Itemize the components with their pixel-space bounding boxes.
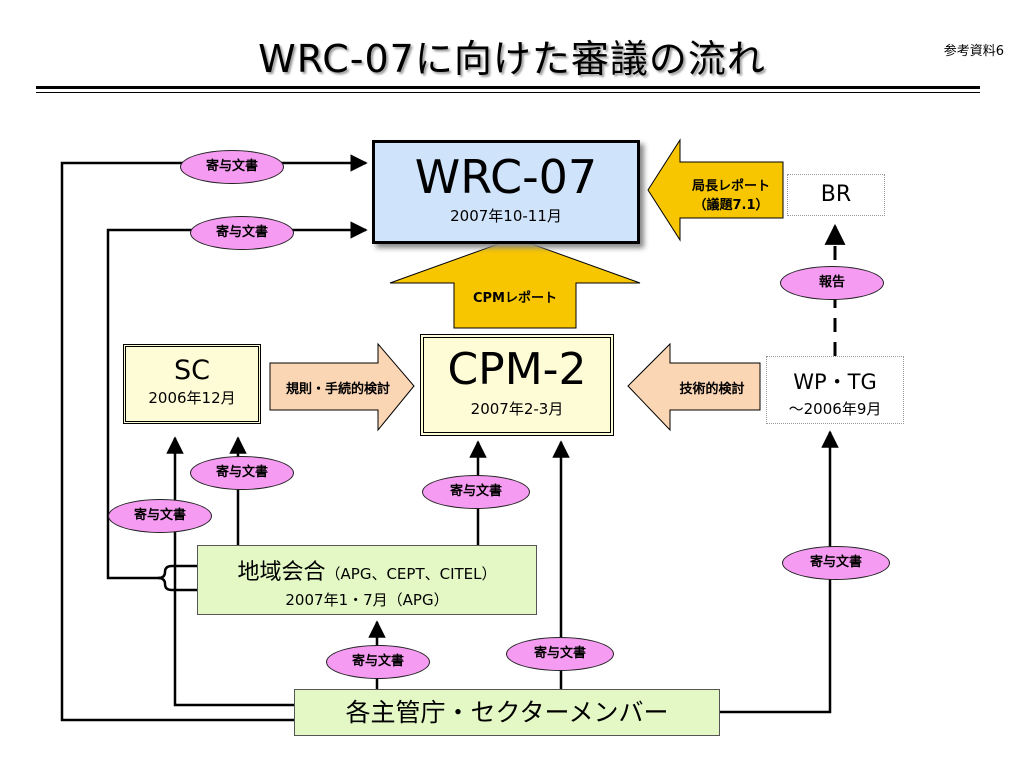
administrations-box: 各主管庁・セクターメンバー	[294, 689, 720, 736]
page-title: WRC-07に向けた審議の流れ	[258, 37, 766, 81]
contribution-oval: 寄与文書	[108, 499, 212, 533]
wp-tg-box: WP・TG ～2006年9月	[766, 356, 904, 424]
report-oval: 報告	[780, 266, 884, 300]
regional-parenthetical: （APG、CEPT、CITEL）	[325, 565, 497, 583]
contribution-oval: 寄与文書	[506, 637, 614, 671]
contribution-oval: 寄与文書	[180, 150, 284, 184]
contribution-oval: 寄与文書	[190, 216, 294, 250]
contribution-oval: 寄与文書	[326, 645, 430, 679]
regional-brace	[157, 564, 197, 592]
wrc-name: WRC-07	[414, 150, 598, 204]
title-rule	[36, 86, 980, 89]
cpm-report-arrow	[389, 237, 641, 329]
br-box: BR	[787, 174, 885, 216]
cpm-2-box: CPM-2 2007年2-3月	[420, 334, 614, 436]
tech-review-arrow	[627, 342, 761, 432]
sc-date: 2006年12月	[148, 389, 236, 407]
regional-name: 地域会合	[237, 560, 326, 585]
tech-review-label: 技術的検討	[679, 382, 745, 397]
contribution-oval: 寄与文書	[422, 475, 530, 509]
sc-name: SC	[174, 355, 210, 386]
cpm-report-label: CPMレポート	[472, 291, 557, 306]
connector-members-to-wp	[720, 430, 839, 714]
regional-meeting-box: 地域会合（APG、CEPT、CITEL） 2007年1・7月（APG）	[197, 545, 537, 615]
title-rule-thin	[36, 92, 980, 93]
director-report-line2: （議題7.1）	[693, 198, 769, 213]
wp-name: WP・TG	[793, 370, 877, 394]
director-report-line1: 局長レポート	[691, 179, 770, 194]
reference-label: 参考資料6	[943, 44, 1004, 59]
regional-date: 2007年1・7月（APG）	[285, 591, 449, 609]
rules-review-label: 規則・手続的検討	[285, 382, 390, 397]
director-report-label: 局長レポート （議題7.1）	[678, 175, 784, 213]
director-report-arrow	[647, 138, 784, 242]
wp-date: ～2006年9月	[788, 400, 882, 418]
wrc-07-box: WRC-07 2007年10-11月	[372, 140, 640, 244]
sc-box: SC 2006年12月	[123, 344, 261, 424]
rules-review-arrow	[269, 342, 415, 432]
cpm-date: 2007年2-3月	[470, 400, 564, 418]
wrc-date: 2007年10-11月	[450, 207, 562, 225]
contribution-oval: 寄与文書	[190, 456, 294, 490]
cpm-name: CPM-2	[447, 344, 587, 395]
contribution-oval: 寄与文書	[782, 546, 890, 580]
